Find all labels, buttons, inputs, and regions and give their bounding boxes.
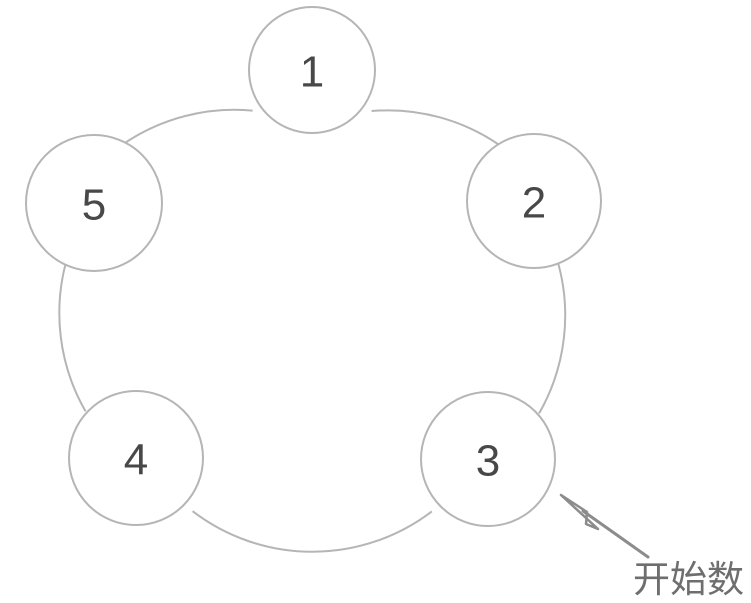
- edge-node-1-node-2: [371, 109, 502, 147]
- node-3-circle[interactable]: [420, 391, 556, 527]
- annotation-arrow-head-icon: [559, 493, 600, 531]
- node-1[interactable]: 1: [248, 6, 376, 134]
- edge-node-5-node-1: [123, 108, 253, 145]
- node-3-label: 3: [476, 437, 500, 486]
- edge-node-4-node-5: [58, 257, 87, 412]
- node-4-circle[interactable]: [68, 390, 204, 526]
- node-2-label: 2: [522, 179, 546, 228]
- start-pointer-annotation: [559, 493, 650, 559]
- node-4-label: 4: [124, 436, 148, 485]
- node-group: 1 2 3 4 5: [25, 6, 602, 527]
- edge-node-3-node-4: [191, 510, 433, 553]
- annotation-arrow-shaft: [581, 509, 650, 559]
- node-1-label: 1: [300, 48, 324, 97]
- node-5[interactable]: 5: [25, 134, 163, 272]
- node-2[interactable]: 2: [466, 133, 602, 269]
- node-1-circle[interactable]: [248, 6, 376, 134]
- node-2-circle[interactable]: [466, 133, 602, 269]
- node-5-circle[interactable]: [25, 134, 163, 272]
- node-4[interactable]: 4: [68, 390, 204, 526]
- edge-group: [58, 108, 567, 553]
- node-3[interactable]: 3: [420, 391, 556, 527]
- edge-node-2-node-3: [538, 258, 567, 414]
- annotation-text: 开始数: [633, 558, 744, 601]
- node-5-label: 5: [82, 181, 106, 230]
